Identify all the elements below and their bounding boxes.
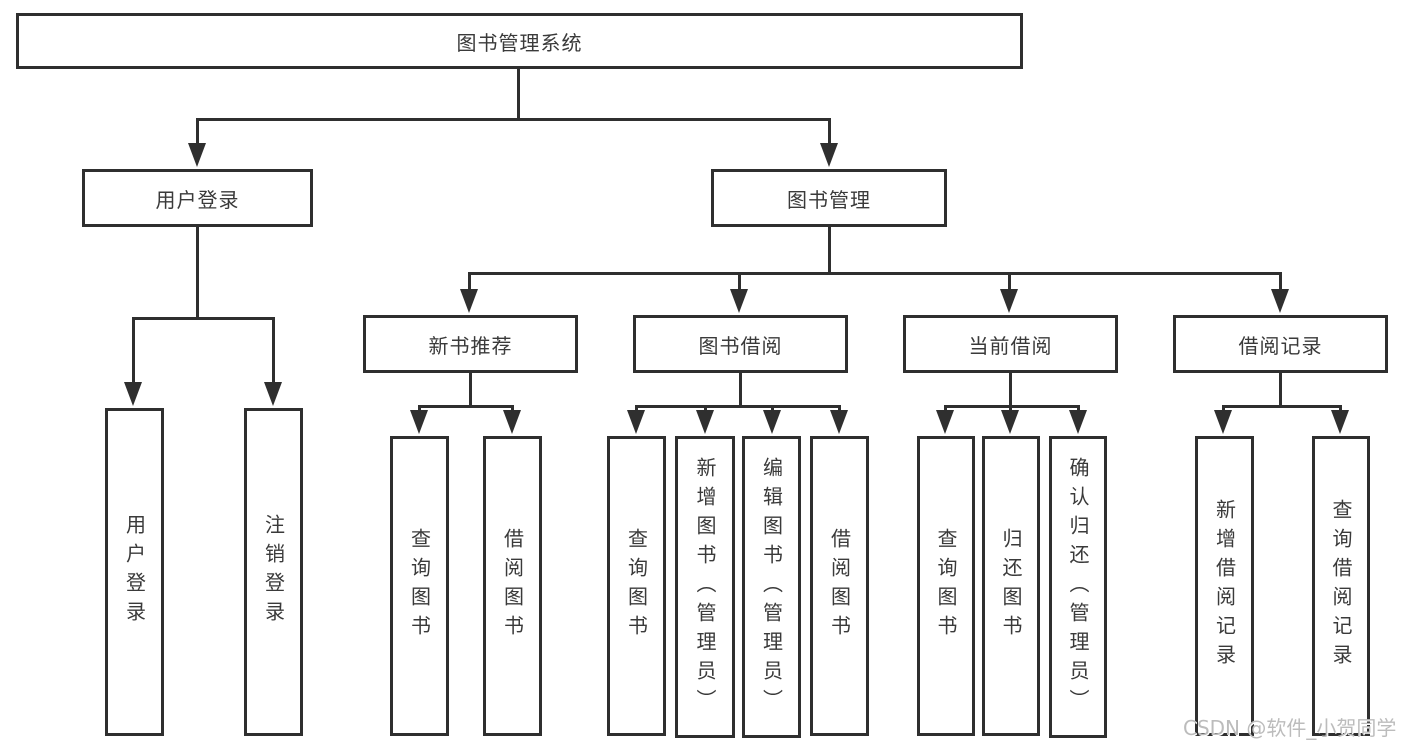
- leaf-logout: 注销登录: [244, 408, 303, 736]
- node-root: 图书管理系统: [16, 13, 1023, 69]
- leaf-user-login: 用户登录: [105, 408, 164, 736]
- arrow-down-icon: [188, 143, 206, 167]
- node-new-book-rec: 新书推荐: [363, 315, 578, 373]
- connector-arrow-stem: [635, 405, 638, 412]
- connector-new-book-bus: [418, 405, 514, 408]
- arrow-down-icon: [460, 289, 478, 313]
- arrow-down-icon: [820, 143, 838, 167]
- arrow-down-icon: [1001, 410, 1019, 434]
- connector-arrow-stem: [1009, 405, 1012, 412]
- connector-arrow-stem: [944, 405, 947, 412]
- connector-arrow-user-login-stem: [196, 118, 199, 145]
- arrow-down-icon: [730, 289, 748, 313]
- connector-arrow-borrow-records-stem: [1279, 272, 1282, 291]
- node-user-login: 用户登录: [82, 169, 313, 227]
- node-root-label: 图书管理系统: [456, 30, 583, 55]
- node-book-borrow: 图书借阅: [633, 315, 848, 373]
- leaf-borrow-add-admin: 新增图书（管理员）: [675, 436, 735, 738]
- leaf-current-return-label: 归还图书: [999, 528, 1023, 644]
- leaf-newbook-borrow: 借阅图书: [483, 436, 542, 736]
- leaf-records-query: 查询借阅记录: [1312, 436, 1370, 736]
- csdn-watermark: CSDN @软件_小贺同学: [1183, 716, 1397, 740]
- arrow-down-icon: [503, 410, 521, 434]
- arrow-down-icon: [1271, 289, 1289, 313]
- arrow-down-icon: [936, 410, 954, 434]
- connector-arrow-stem: [704, 405, 707, 412]
- node-current-borrow-label: 当前借阅: [968, 333, 1053, 358]
- connector-arrow-stem: [1339, 405, 1342, 412]
- node-book-borrow-label: 图书借阅: [698, 333, 783, 358]
- arrow-down-icon: [1000, 289, 1018, 313]
- connector-arrow-stem: [771, 405, 774, 412]
- arrow-down-icon: [696, 410, 714, 434]
- node-book-mgmt-label: 图书管理: [787, 187, 871, 212]
- node-user-login-label: 用户登录: [155, 187, 240, 212]
- connector-book-borrow-stem: [739, 371, 742, 408]
- node-current-borrow: 当前借阅: [903, 315, 1118, 373]
- connector-borrow-records-bus: [1222, 405, 1342, 408]
- leaf-current-return: 归还图书: [982, 436, 1040, 736]
- leaf-borrow-edit-admin: 编辑图书（管理员）: [742, 436, 801, 738]
- connector-arrow-leaf-login-stem: [132, 317, 135, 384]
- leaf-current-query-label: 查询图书: [934, 528, 958, 644]
- arrow-down-icon: [264, 382, 282, 406]
- connector-arrow-stem: [1222, 405, 1225, 412]
- connector-new-book-stem: [469, 371, 472, 408]
- connector-arrow-book-mgmt-stem: [828, 118, 831, 145]
- arrow-down-icon: [124, 382, 142, 406]
- leaf-borrow-query-label: 查询图书: [624, 528, 649, 644]
- leaf-records-add-label: 新增借阅记录: [1212, 499, 1237, 673]
- node-book-mgmt: 图书管理: [711, 169, 947, 227]
- node-borrow-records: 借阅记录: [1173, 315, 1388, 373]
- leaf-borrow-add-admin-label: 新增图书（管理员）: [693, 456, 717, 718]
- leaf-newbook-query: 查询图书: [390, 436, 449, 736]
- arrow-down-icon: [1069, 410, 1087, 434]
- connector-arrow-stem: [511, 405, 514, 412]
- leaf-borrow-borrow: 借阅图书: [810, 436, 869, 736]
- connector-user-login-stem: [196, 225, 199, 319]
- leaf-borrow-query: 查询图书: [607, 436, 666, 736]
- leaf-records-add: 新增借阅记录: [1195, 436, 1254, 736]
- connector-arrow-stem: [418, 405, 421, 412]
- connector-level2-bus: [197, 118, 831, 121]
- leaf-records-query-label: 查询借阅记录: [1329, 499, 1353, 673]
- connector-level3-bus: [468, 272, 1282, 275]
- arrow-down-icon: [1214, 410, 1232, 434]
- leaf-borrow-edit-admin-label: 编辑图书（管理员）: [759, 456, 784, 718]
- arrow-down-icon: [1331, 410, 1349, 434]
- leaf-current-confirm-admin: 确认归还（管理员）: [1049, 436, 1107, 738]
- arrow-down-icon: [627, 410, 645, 434]
- connector-current-borrow-bus: [944, 405, 1080, 408]
- leaf-current-query: 查询图书: [917, 436, 975, 736]
- connector-borrow-records-stem: [1279, 371, 1282, 408]
- connector-book-borrow-bus: [635, 405, 841, 408]
- connector-arrow-new-book-stem: [468, 272, 471, 291]
- leaf-user-login-label: 用户登录: [122, 514, 147, 630]
- connector-root-stem: [517, 67, 520, 120]
- connector-current-borrow-stem: [1009, 371, 1012, 408]
- connector-arrow-stem: [838, 405, 841, 412]
- node-new-book-rec-label: 新书推荐: [428, 333, 513, 358]
- leaf-current-confirm-admin-label: 确认归还（管理员）: [1066, 456, 1090, 718]
- node-borrow-records-label: 借阅记录: [1238, 333, 1323, 358]
- connector-arrow-leaf-logout-stem: [272, 317, 275, 384]
- arrow-down-icon: [410, 410, 428, 434]
- connector-book-mgmt-stem: [828, 227, 831, 275]
- connector-arrow-current-borrow-stem: [1008, 272, 1011, 291]
- leaf-newbook-query-label: 查询图书: [407, 528, 432, 644]
- leaf-newbook-borrow-label: 借阅图书: [500, 528, 525, 644]
- connector-arrow-book-borrow-stem: [738, 272, 741, 291]
- leaf-borrow-borrow-label: 借阅图书: [827, 528, 852, 644]
- leaf-logout-label: 注销登录: [261, 514, 286, 630]
- connector-arrow-stem: [1077, 405, 1080, 412]
- arrow-down-icon: [830, 410, 848, 434]
- connector-user-login-bus: [132, 317, 275, 320]
- arrow-down-icon: [763, 410, 781, 434]
